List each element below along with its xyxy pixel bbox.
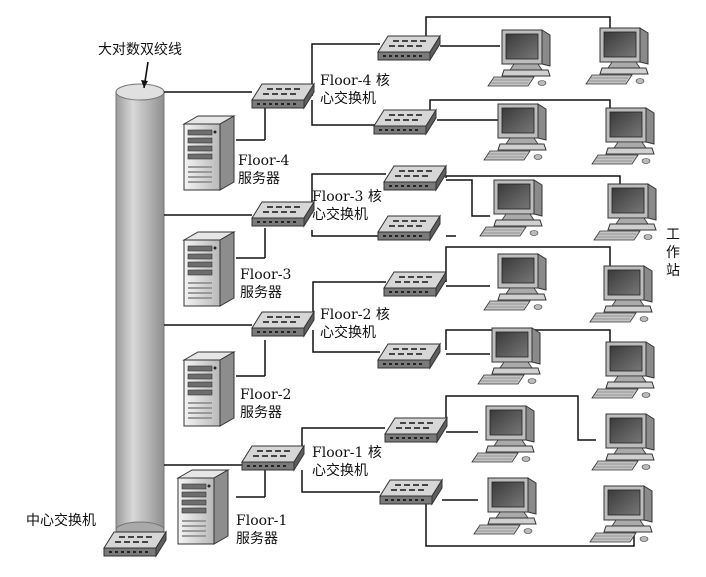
- floor2-access-switch-1: [383, 271, 447, 297]
- floor2-server-label-line2: 服务器: [240, 405, 282, 421]
- floor4-switch-label-line1: Floor-4 核: [320, 73, 390, 89]
- workstation-f2-4: [591, 341, 655, 399]
- backbone-label: 大对数双绞线: [98, 42, 182, 58]
- floor3-server-label: Floor-3 服务器: [240, 266, 291, 302]
- floor4-server-label: Floor-4 服务器: [238, 152, 289, 188]
- backbone-trunk: [115, 83, 165, 539]
- cable-lines: [129, 16, 635, 547]
- floor1-access-switch-1: [384, 417, 448, 443]
- floor1-access-switch-2: [379, 479, 443, 505]
- workstation-label: 工作站: [666, 226, 680, 280]
- workstation-f2-1: [483, 253, 547, 311]
- floor2-core-switch: [251, 311, 315, 337]
- floor1-server-label-line2: 服务器: [236, 531, 278, 547]
- arrow-icon: [141, 80, 148, 88]
- floor1-server: [177, 469, 229, 545]
- floor2-switch-label-line2: 心交换机: [320, 325, 376, 341]
- workstation-f2-2: [589, 265, 653, 323]
- floor1-core-switch: [241, 445, 305, 471]
- floor4-server-label-line1: Floor-4: [238, 153, 290, 169]
- floor3-access-switch-2: [377, 215, 441, 241]
- floor2-access-switch-2: [377, 343, 441, 369]
- workstation-f1-4: [589, 485, 653, 543]
- floor4-access-switch-1: [377, 35, 441, 61]
- floor4-core-switch: [251, 83, 315, 109]
- floor3-switch-label-line1: Floor-3 核: [312, 189, 382, 205]
- workstation-label-text: 工作站: [666, 227, 680, 279]
- workstation-f4-3: [483, 103, 547, 161]
- floor1-server-label-line1: Floor-1: [236, 513, 288, 529]
- floor1-server-label: Floor-1 服务器: [236, 512, 287, 548]
- workstation-f4-2: [585, 27, 649, 85]
- floor1-switch-label-line1: Floor-1 核: [312, 445, 382, 461]
- workstation-f4-1: [487, 29, 551, 87]
- floor4-server-label-line2: 服务器: [238, 171, 280, 187]
- workstation-f1-3: [473, 477, 537, 535]
- workstation-f3-1: [479, 179, 543, 237]
- workstation-f4-4: [591, 107, 655, 165]
- floor2-switch-label-line1: Floor-2 核: [320, 307, 390, 323]
- floor4-switch-label: Floor-4 核 心交换机: [320, 72, 390, 108]
- floor3-access-switch-1: [383, 165, 447, 191]
- floor3-core-switch: [251, 201, 315, 227]
- floor4-switch-label-line2: 心交换机: [320, 91, 376, 107]
- floor2-server: [183, 351, 235, 427]
- floor3-server-label-line1: Floor-3: [240, 267, 292, 283]
- floor2-switch-label: Floor-2 核 心交换机: [320, 306, 390, 342]
- floor1-switch-label: Floor-1 核 心交换机: [312, 444, 382, 480]
- floor1-switch-label-line2: 心交换机: [312, 463, 368, 479]
- workstation-f1-2: [591, 413, 655, 471]
- workstation-f3-2: [593, 183, 657, 241]
- floor2-server-label: Floor-2 服务器: [240, 386, 291, 422]
- floor3-server: [183, 231, 235, 307]
- floor2-server-label-line1: Floor-2: [240, 387, 292, 403]
- central-switch: [103, 531, 167, 557]
- floor3-switch-label-line2: 心交换机: [312, 207, 368, 223]
- floor4-access-switch-2: [373, 109, 437, 135]
- floor3-switch-label: Floor-3 核 心交换机: [312, 188, 382, 224]
- workstation-f2-3: [477, 327, 541, 385]
- central-switch-label: 中心交换机: [26, 513, 96, 529]
- floor3-server-label-line2: 服务器: [240, 285, 282, 301]
- floor4-server: [183, 115, 235, 191]
- workstation-f1-1: [471, 405, 535, 463]
